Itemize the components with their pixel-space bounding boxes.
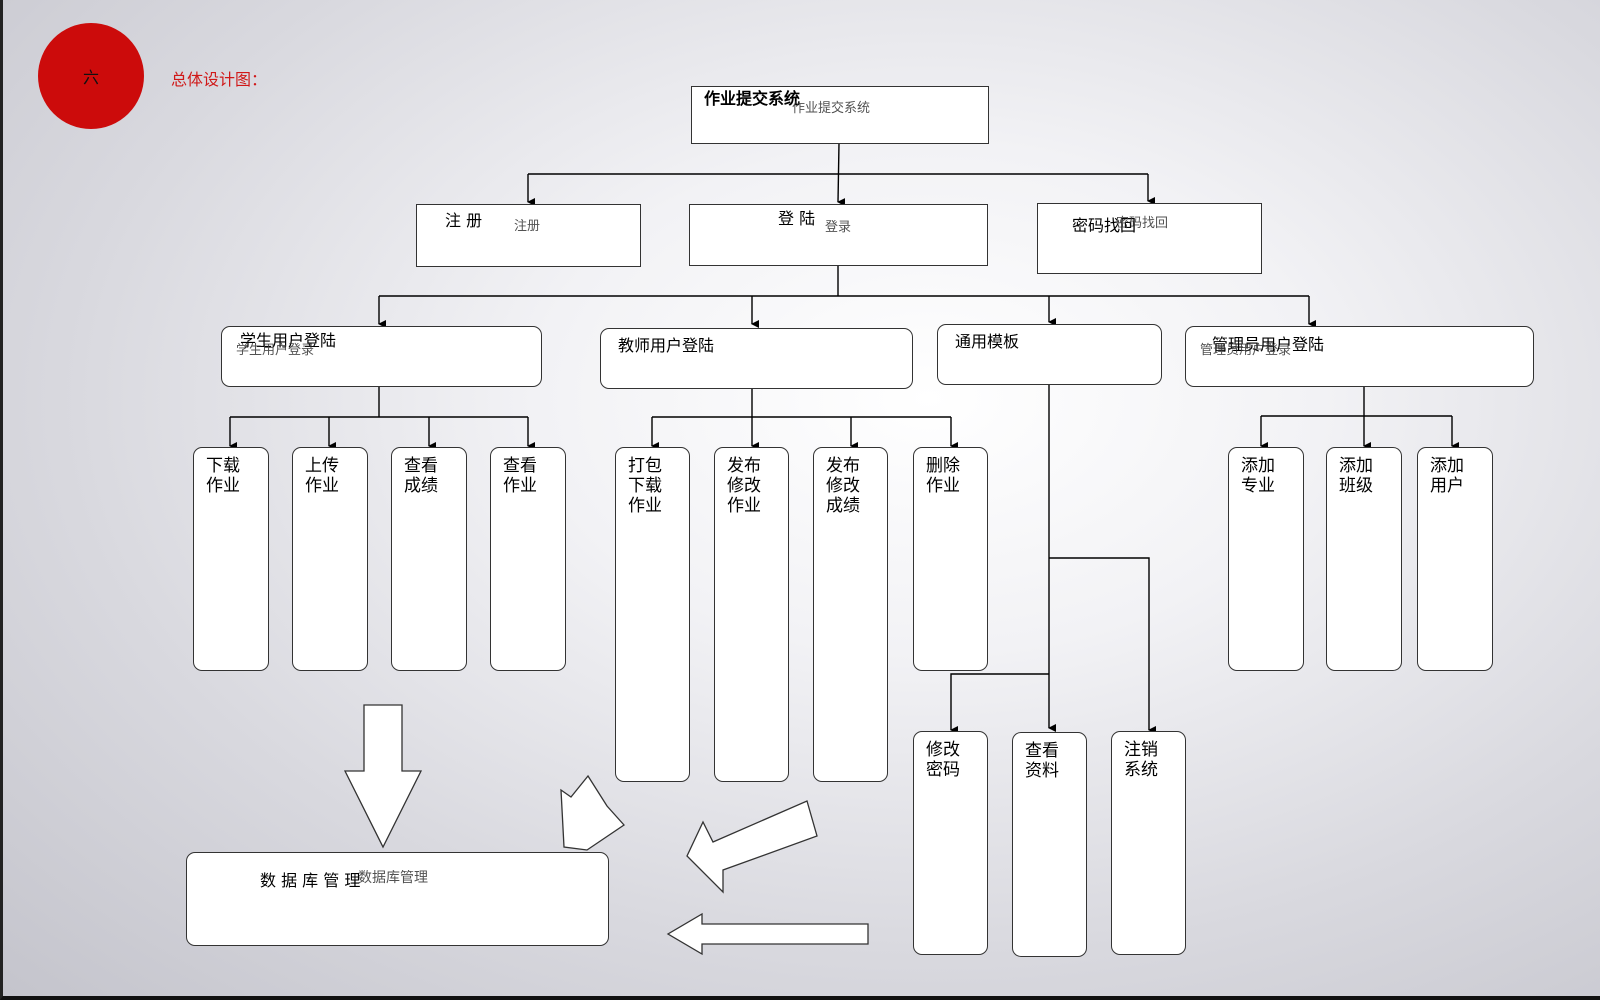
admin-login-node: 管理员用户登陆 管理员用户登录 bbox=[1185, 326, 1534, 387]
connector-lines bbox=[229, 142, 1459, 956]
root-node: 作业提交系统 作业提交系统 bbox=[691, 86, 989, 144]
student-function-box: 查看成绩 bbox=[391, 447, 467, 671]
teacher-function-box: 打包下载作业 bbox=[615, 447, 690, 782]
down-block-arrow bbox=[343, 704, 423, 849]
teacher-function-label: 发布修改成绩 bbox=[826, 456, 860, 516]
teacher-function-box: 发布修改成绩 bbox=[813, 447, 888, 782]
teacher-function-label: 发布修改作业 bbox=[727, 456, 761, 516]
common-function-label: 查看资料 bbox=[1025, 741, 1059, 781]
register-label: 注 册 bbox=[445, 211, 483, 230]
student-function-box: 下载作业 bbox=[193, 447, 269, 671]
register-ghost-label: 注册 bbox=[514, 219, 541, 234]
slide-heading: 总体设计图： bbox=[171, 70, 268, 89]
password-recovery-label: 密码找回 bbox=[1072, 216, 1137, 235]
teacher-function-box: 发布修改作业 bbox=[714, 447, 789, 782]
admin-function-box: 添加班级 bbox=[1326, 447, 1402, 671]
teacher-login-label: 教师用户登陆 bbox=[618, 336, 715, 355]
root-label: 作业提交系统 bbox=[704, 89, 801, 108]
register-node: 注 册 注册 bbox=[416, 204, 641, 267]
root-ghost-label: 作业提交系统 bbox=[792, 101, 871, 116]
common-template-label: 通用模板 bbox=[955, 332, 1020, 351]
common-function-box: 注销系统 bbox=[1111, 731, 1186, 955]
diagonal-block-arrow-1 bbox=[560, 774, 625, 851]
common-function-label: 注销系统 bbox=[1124, 740, 1158, 780]
student-function-box: 查看作业 bbox=[490, 447, 566, 671]
common-template-node: 通用模板 bbox=[937, 324, 1162, 385]
student-login-label: 学生用户登陆 bbox=[240, 331, 337, 350]
common-function-label: 修改密码 bbox=[926, 740, 960, 780]
database-label: 数 据 库 管 理 bbox=[260, 871, 361, 890]
left-block-arrow bbox=[666, 912, 869, 956]
database-ghost-label: 数据库管理 bbox=[358, 870, 428, 886]
login-ghost-label: 登录 bbox=[825, 220, 852, 235]
password-recovery-ghost-label: 密码找回 bbox=[1116, 216, 1169, 231]
section-number: 六 bbox=[82, 68, 99, 87]
teacher-function-label: 删除作业 bbox=[926, 456, 960, 496]
admin-function-box: 添加用户 bbox=[1417, 447, 1493, 671]
student-function-box: 上传作业 bbox=[292, 447, 368, 671]
section-badge: 六 bbox=[38, 23, 144, 129]
common-function-box: 查看资料 bbox=[1012, 732, 1087, 957]
student-login-node: 学生用户登陆 学生用户登录 bbox=[221, 326, 542, 387]
teacher-function-box: 删除作业 bbox=[913, 447, 988, 671]
student-function-label: 上传作业 bbox=[305, 456, 339, 496]
password-recovery-node: 密码找回 密码找回 bbox=[1037, 203, 1262, 274]
admin-function-box: 添加专业 bbox=[1228, 447, 1304, 671]
teacher-function-label: 打包下载作业 bbox=[628, 456, 662, 516]
student-function-label: 下载作业 bbox=[206, 456, 240, 496]
admin-function-label: 添加班级 bbox=[1339, 456, 1373, 496]
login-label: 登 陆 bbox=[778, 209, 816, 228]
admin-login-ghost-label: 管理员用户登录 bbox=[1200, 343, 1292, 358]
admin-function-label: 添加用户 bbox=[1430, 456, 1464, 496]
database-node: 数 据 库 管 理 数据库管理 bbox=[186, 852, 609, 946]
admin-login-label: 管理员用户登陆 bbox=[1212, 335, 1325, 354]
student-login-ghost-label: 学生用户登录 bbox=[236, 343, 315, 358]
student-function-label: 查看作业 bbox=[503, 456, 537, 496]
admin-function-label: 添加专业 bbox=[1241, 456, 1275, 496]
common-function-box: 修改密码 bbox=[913, 731, 988, 955]
student-function-label: 查看成绩 bbox=[404, 456, 438, 496]
login-node: 登 陆 登录 bbox=[689, 204, 988, 266]
diagonal-block-arrow-2 bbox=[686, 800, 818, 894]
teacher-login-node: 教师用户登陆 bbox=[600, 328, 913, 389]
